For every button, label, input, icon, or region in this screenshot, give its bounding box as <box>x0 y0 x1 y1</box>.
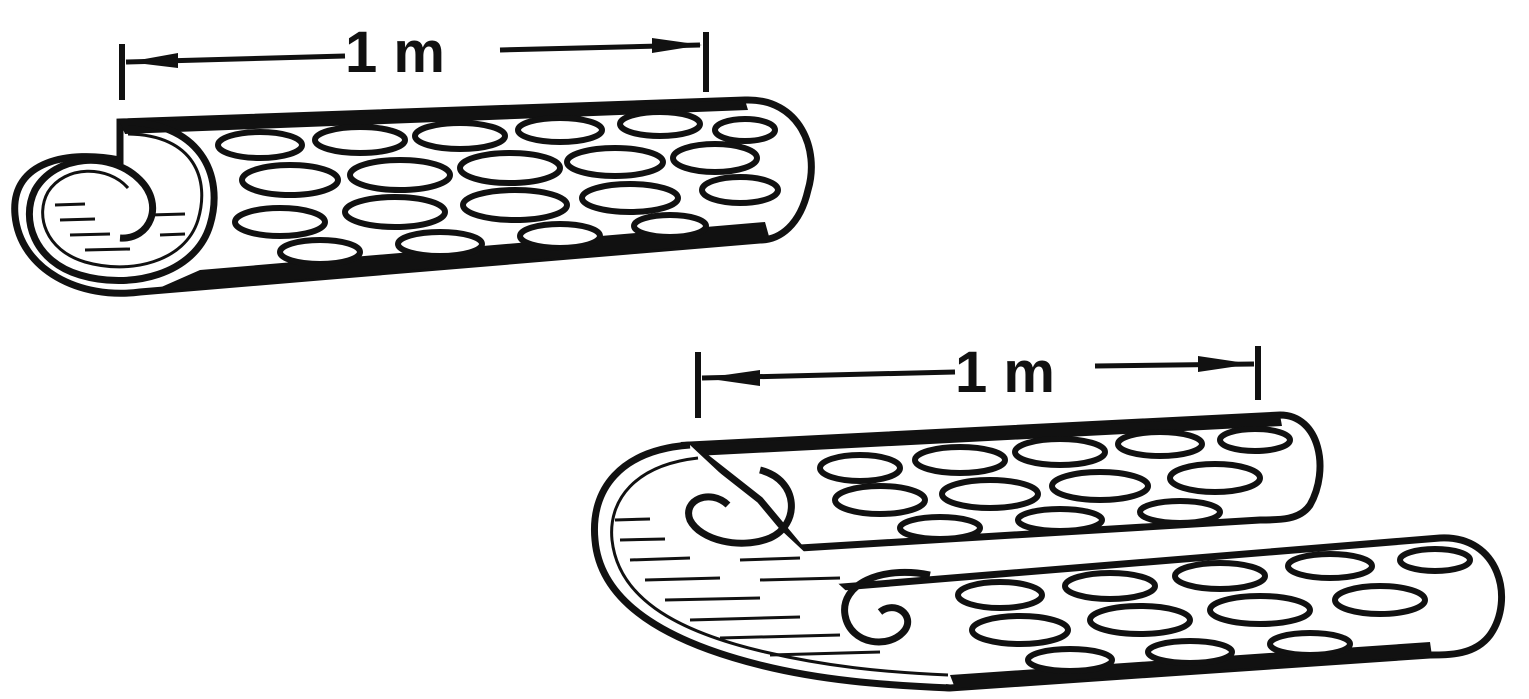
single-roll: 1 m <box>15 20 812 293</box>
dimension-label-top: 1 m <box>345 20 445 85</box>
double-roll: 1 m <box>594 340 1501 688</box>
dimension-label-bottom: 1 m <box>955 340 1055 405</box>
